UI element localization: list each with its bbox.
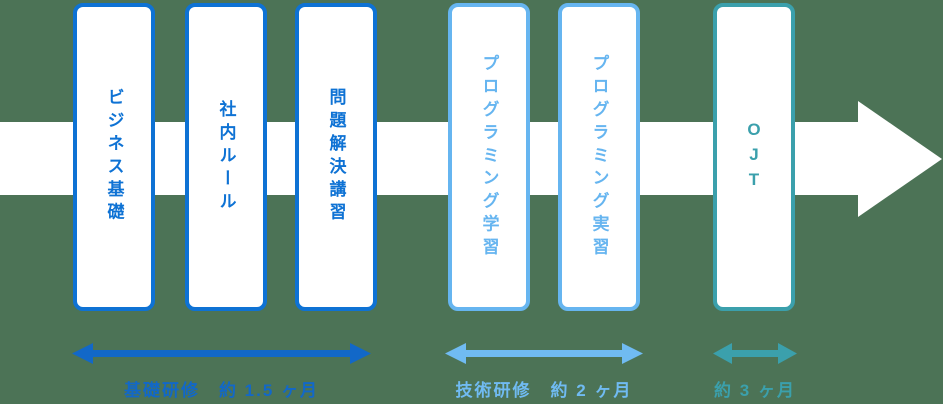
stage-card-ojt: OJT <box>713 3 795 311</box>
stage-card-business-basics: ビジネス基礎 <box>73 3 155 311</box>
stage-card-programming-practice: プログラミング実習 <box>558 3 640 311</box>
technical-training-range-arrow-icon <box>445 343 643 364</box>
phase-label-technical-training: 技術研修 約 2 ヶ月 <box>455 381 633 400</box>
stage-label: プログラミング実習 <box>589 53 609 261</box>
stage-label: プログラミング学習 <box>479 53 499 261</box>
flow-arrow-head-icon <box>858 101 942 217</box>
ojt-range-arrow-icon <box>713 343 797 364</box>
phase-label-basic-training: 基礎研修 約 1.5 ヶ月 <box>123 381 320 400</box>
stage-label: 問題解決講習 <box>326 88 346 226</box>
basic-training-range-arrow-icon <box>72 343 371 364</box>
phase-label-ojt: 約 3 ヶ月 <box>714 381 796 400</box>
stage-card-programming-study: プログラミング学習 <box>448 3 530 311</box>
stage-card-company-rules: 社内ルール <box>185 3 267 311</box>
stage-label: 社内ルール <box>216 99 236 215</box>
stage-card-problem-solving: 問題解決講習 <box>295 3 377 311</box>
stage-label: ビジネス基礎 <box>104 88 124 226</box>
stage-label: OJT <box>744 119 764 195</box>
